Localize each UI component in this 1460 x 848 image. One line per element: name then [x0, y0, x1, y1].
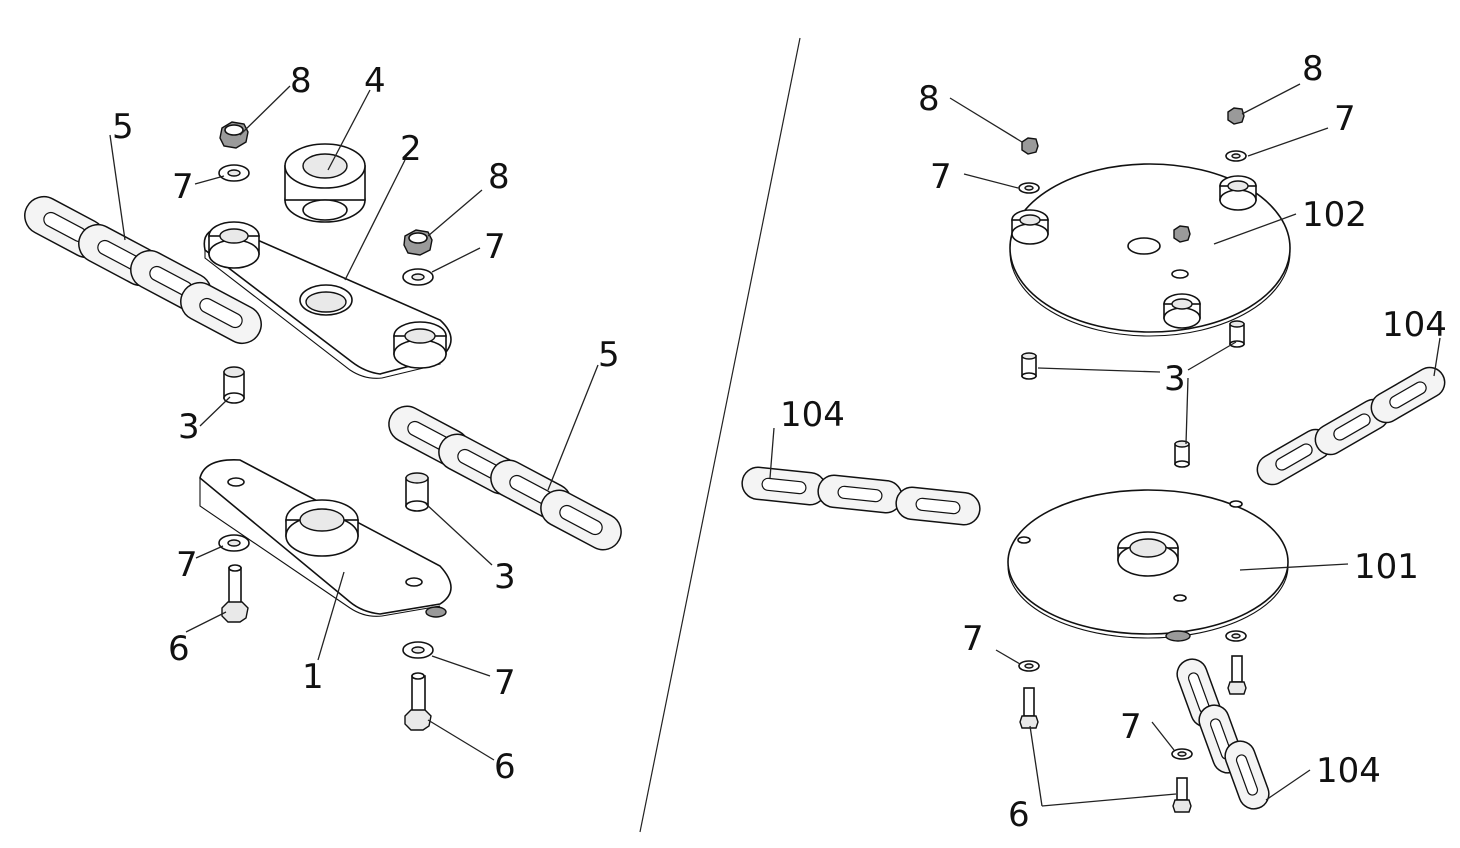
disc-top [1009, 163, 1291, 337]
bolts-right-assembly [1019, 655, 1247, 813]
nut-right [403, 229, 433, 256]
label-bolts-right: 6 [1008, 795, 1030, 835]
label-nut-left-right: 8 [918, 79, 940, 119]
label-washer-top: 7 [172, 167, 194, 207]
label-washer-bottom-left-right: 7 [962, 619, 984, 659]
label-washer-bottom-right: 7 [494, 663, 516, 703]
label-spacers-right: 3 [1164, 359, 1186, 399]
label-washer-bottom-left: 7 [176, 545, 198, 585]
plate-bottom [199, 459, 452, 618]
label-chain-right-right: 104 [1382, 305, 1447, 345]
label-disc-top: 102 [1302, 195, 1367, 235]
bearing-cap [284, 143, 366, 223]
label-bolt-right: 6 [494, 747, 516, 787]
spacer-left-mid [405, 472, 429, 512]
chain-left [24, 195, 262, 345]
right-leader-lines [769, 83, 1441, 807]
nut-top [219, 121, 249, 149]
plate-top [203, 221, 452, 379]
label-bolt-left: 6 [168, 629, 190, 669]
label-nut-right-right: 8 [1302, 49, 1324, 89]
label-bearing-cap: 4 [364, 61, 386, 101]
chain-left-right-assembly [741, 466, 981, 526]
chain-bottom-right-assembly [1176, 658, 1270, 810]
disc-bottom [1007, 489, 1289, 642]
divider-line [639, 37, 801, 833]
label-chain-left-right: 104 [780, 395, 845, 435]
nut-left-right-assembly [1021, 137, 1039, 155]
label-washer-bottom-mid-right: 7 [1120, 707, 1142, 747]
label-disc-bottom: 101 [1354, 547, 1419, 587]
spacers-right [1021, 320, 1245, 468]
label-chain-right: 5 [598, 335, 620, 375]
label-plate-bottom: 1 [302, 657, 324, 697]
label-washer-top-left-right: 7 [930, 157, 952, 197]
label-nut-right: 8 [488, 157, 510, 197]
label-washer-top-right-right: 7 [1334, 99, 1356, 139]
bolt-left [221, 564, 249, 623]
label-chain-bottom-right: 104 [1316, 751, 1381, 791]
label-spacer-mid: 3 [494, 557, 516, 597]
chain-right-right-assembly [1256, 366, 1446, 486]
label-washer-right: 7 [484, 227, 506, 267]
nut-right-right-assembly [1227, 107, 1245, 125]
label-chain-left: 5 [112, 107, 134, 147]
label-spacer-top: 3 [178, 407, 200, 447]
label-plate-top: 2 [400, 129, 422, 169]
chain-right [388, 405, 622, 551]
bolt-right [404, 672, 432, 731]
label-nut-top: 8 [290, 61, 312, 101]
left-leader-lines [109, 85, 599, 761]
spacer-left-top [223, 366, 245, 404]
